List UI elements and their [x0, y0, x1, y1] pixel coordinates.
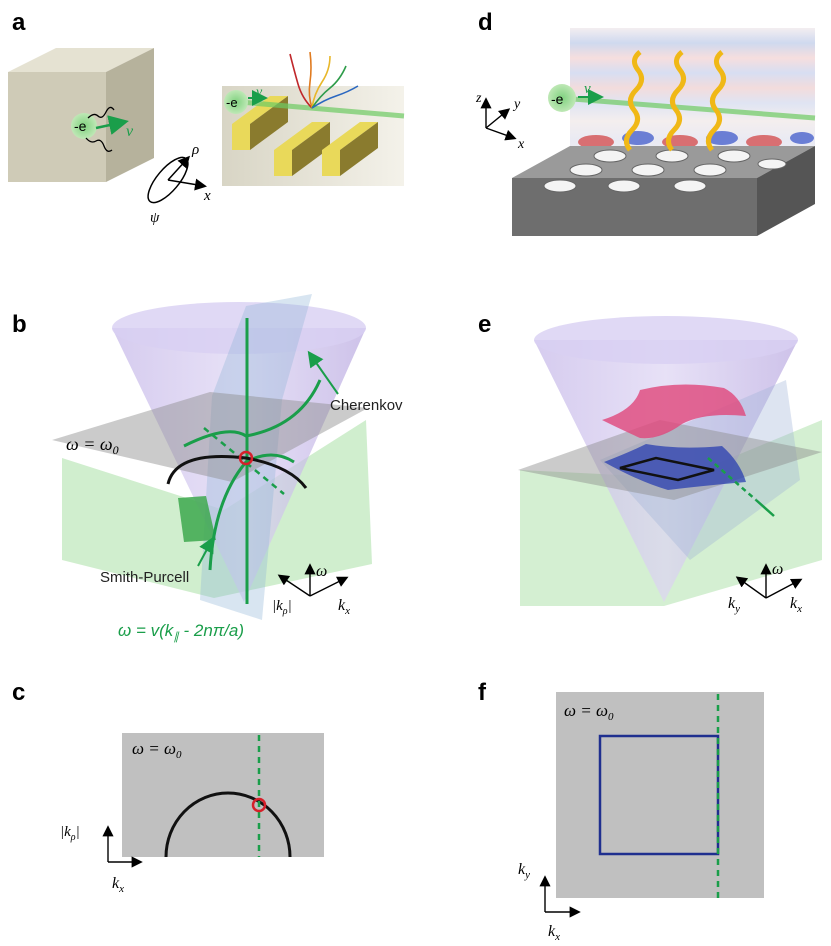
dashed-intersection-e — [707, 457, 757, 501]
grating-bar-3 — [322, 122, 378, 176]
panel-c: c ω = ω0 |kρ| kx — [12, 679, 324, 895]
green-curve-lower — [208, 453, 295, 571]
emission-waves-d — [624, 50, 726, 152]
panel-b: b ω = ω0 Cherenkov Smith-Purcell ω kx — [12, 294, 403, 643]
slab-front — [512, 178, 757, 236]
green-curve-upper — [183, 379, 322, 448]
grating-bar-2 — [274, 122, 330, 176]
velocity-arrow-a — [95, 115, 129, 135]
solid-intersection-e — [755, 499, 775, 517]
x-label-d: x — [517, 137, 525, 152]
slab-holes — [543, 149, 787, 193]
smith-purcell-emission — [289, 51, 359, 109]
light-cone-top — [112, 302, 366, 354]
plane-eq-b: ω = ω0 — [66, 434, 119, 457]
panel-f: f ω = ω0 ky kx — [478, 679, 764, 943]
krho-label-b: |kρ| — [272, 598, 292, 617]
electron-glow-d — [548, 84, 576, 112]
upper-band-surface — [602, 384, 746, 439]
box-side — [106, 48, 154, 182]
box-front — [8, 72, 106, 182]
light-cone — [112, 328, 366, 602]
field-lobes — [578, 131, 814, 149]
x-axis-d — [485, 127, 517, 141]
cherenkov-arrow — [307, 350, 339, 395]
z-label-d: z — [475, 91, 482, 106]
panel-d: d -e v — [475, 9, 816, 236]
light-cone-top-e — [534, 316, 798, 364]
velocity-label-d: v — [584, 81, 591, 97]
y-label-d: y — [512, 97, 521, 112]
x-arrow-a — [167, 178, 207, 191]
omega-plane-c — [122, 733, 324, 857]
grating-bar-3-side — [340, 122, 378, 176]
iso-frequency-circle-c — [164, 791, 292, 858]
grating-bar-2-side — [292, 122, 330, 176]
kx-label-e: kx — [790, 595, 802, 615]
velocity-label-a: v — [126, 123, 134, 140]
kx-label-c: kx — [112, 875, 124, 895]
kx-label-b: kx — [338, 597, 350, 617]
electron-charge-a2: -e — [226, 95, 238, 110]
panel-d-label: d — [478, 9, 493, 36]
panel-f-label: f — [478, 679, 487, 706]
electron-glow — [71, 113, 97, 139]
plane-eq-f: ω = ω0 — [564, 701, 614, 723]
ky-label-e: ky — [728, 595, 740, 615]
box-top — [8, 48, 154, 72]
panel-e-label: e — [478, 311, 491, 338]
kx-axis-b — [309, 576, 349, 597]
kx-label-f: kx — [548, 923, 560, 943]
krho-label-c: |kρ| — [60, 824, 80, 843]
iso-frequency-arc-b — [166, 454, 308, 489]
plane-eq-c: ω = ω0 — [132, 739, 182, 761]
ky-axis-e — [735, 576, 767, 599]
panel-c-label: c — [12, 679, 25, 706]
grating-bar-1 — [232, 96, 288, 150]
panel-b-label: b — [12, 311, 27, 338]
iso-frequency-contour-e — [619, 456, 715, 482]
radiation-squiggle-1 — [87, 106, 115, 119]
intersection-marker-b — [238, 450, 254, 466]
cherenkov-label: Cherenkov — [330, 397, 403, 414]
grating-bar-1-side — [250, 96, 288, 150]
rho-label: ρ — [191, 142, 199, 158]
electron-charge-d: -e — [551, 91, 564, 107]
kx-axis-e — [765, 578, 803, 599]
psi-label: ψ — [150, 210, 160, 226]
smith-purcell-formula: ω = v(k∥ - 2nπ/a) — [118, 621, 244, 643]
intersection-marker-c — [251, 797, 267, 813]
velocity-label-a2: v — [256, 85, 263, 100]
panel-a-label: a — [12, 9, 26, 36]
omega-plane-f — [556, 692, 764, 898]
panel-e: e ω kx ky — [478, 311, 822, 615]
smith-purcell-label: Smith-Purcell — [100, 569, 189, 586]
slab-side — [757, 146, 815, 236]
omega-label-e: ω — [772, 561, 783, 578]
y-axis-d — [485, 108, 511, 129]
omega-plane-b — [52, 392, 368, 482]
ky-label-f: ky — [518, 861, 530, 881]
lower-band-surface — [604, 444, 746, 490]
panel-a: a -e v ρ x ψ -e v — [8, 9, 405, 226]
electron-glow-2 — [224, 90, 248, 114]
x-label-a: x — [203, 188, 211, 204]
rho-arrow — [167, 155, 191, 181]
electron-charge-a: -e — [74, 118, 87, 134]
krho-axis-b — [277, 574, 311, 597]
sp-patch — [178, 496, 216, 542]
omega-label-b: ω — [316, 563, 327, 580]
radiation-squiggle-2 — [85, 137, 113, 152]
smith-purcell-arrow — [197, 536, 214, 567]
